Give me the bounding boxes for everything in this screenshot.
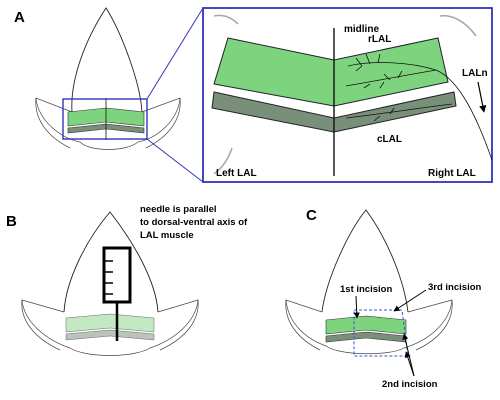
incision3-arrow [393, 289, 427, 312]
panel-a: A [14, 7, 493, 183]
needle-note-line1: needle is parallel [140, 204, 217, 215]
incision1-arrow [353, 295, 360, 319]
zoom-connector-bottom [146, 138, 204, 183]
incision2-arrow-b [404, 351, 415, 377]
head-outline-b [21, 211, 199, 356]
panel-c: C 1st incision 3rd incision 2nd incision [285, 207, 482, 390]
incision3-label: 3rd incision [428, 282, 482, 293]
clal-label: cLAL [377, 134, 402, 145]
lal-muscles-b [65, 313, 155, 341]
lal-nerve [345, 53, 493, 161]
incision2-arrow [402, 333, 415, 377]
head-outline-c [285, 209, 453, 355]
left-lal-label: Left LAL [216, 168, 257, 179]
zoom-connector-top [146, 7, 204, 100]
head-outline-a [35, 7, 181, 150]
zoom-panel: midline rLAL cLAL LALn Left LAL Right LA… [202, 7, 493, 183]
rlal-c [325, 315, 407, 335]
lal-muscles-c [325, 315, 407, 343]
laln-arrow [477, 81, 487, 113]
clal-b [65, 329, 155, 341]
laln-label: LALn [462, 68, 488, 79]
incision1-label: 1st incision [340, 284, 392, 295]
panel-b: B needle is parallel to dorsal-ventral a… [6, 204, 248, 356]
panel-a-label: A [14, 9, 25, 26]
panel-b-label: B [6, 213, 17, 230]
syringe-icon [102, 246, 132, 341]
rlal-label: rLAL [368, 34, 391, 45]
clal-c [325, 331, 407, 343]
incision2-label: 2nd incision [382, 379, 438, 390]
right-lal-label: Right LAL [428, 168, 476, 179]
zoom-source-box [62, 98, 148, 140]
lal-muscles-small-a [67, 98, 145, 140]
needle-note-line2: to dorsal-ventral axis of [140, 217, 248, 228]
incision-outline [353, 309, 409, 357]
midline-label: midline [344, 24, 379, 35]
rlal-b [65, 313, 155, 333]
needle-note-line3: LAL muscle [140, 230, 194, 241]
panel-c-label: C [306, 207, 317, 224]
